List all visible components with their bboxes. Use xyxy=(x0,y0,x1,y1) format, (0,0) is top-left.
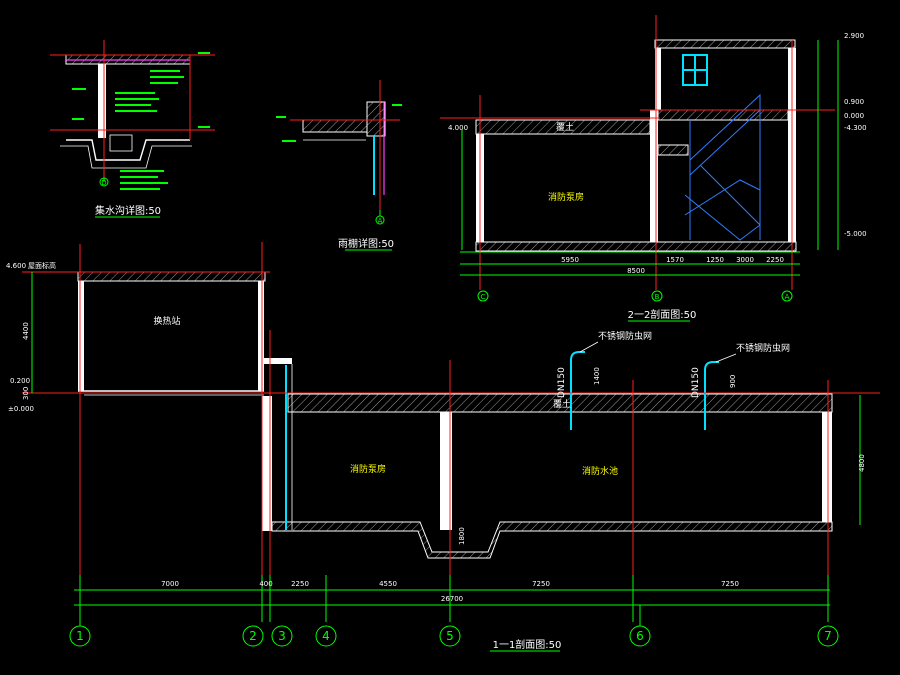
s11-base-slab xyxy=(271,521,833,559)
s11-level-top: 4.600 xyxy=(6,262,26,270)
s11-dim-400: 400 xyxy=(259,580,272,588)
trench-title: 集水沟详图:50 xyxy=(95,204,161,217)
detail-canopy: A 雨棚详图:50 xyxy=(276,80,402,251)
s11-pipe-note-1: 不锈钢防虫网 xyxy=(598,330,652,342)
trench-axis-tag: D xyxy=(101,179,106,187)
s11-total: 26700 xyxy=(441,595,463,603)
s11-station-roof xyxy=(77,271,266,282)
canopy-axis-tag: A xyxy=(378,217,383,225)
s11-dim-wall: 4800 xyxy=(858,454,866,472)
s22-level-r1: 2.900 xyxy=(844,32,864,40)
s22-roof-label: 覆土 xyxy=(556,121,574,133)
section-2-2: 覆土 消防泵房 5950 1570 1250 3000 2250 8500 4.… xyxy=(440,15,867,322)
canopy-axis-bubble xyxy=(375,215,385,225)
s11-room-tank: 消防水池 xyxy=(582,465,618,477)
s11-axis-5: 5 xyxy=(446,629,454,643)
s11-dim-2250: 2250 xyxy=(291,580,309,588)
s22-room-label: 消防泵房 xyxy=(548,191,584,203)
s11-pipe-h2: 900 xyxy=(729,375,737,388)
s22-dim-2: 1570 xyxy=(666,256,684,264)
s11-axis-6: 6 xyxy=(636,629,644,643)
s11-pipe-1 xyxy=(570,351,585,430)
s11-dim-small: 300 xyxy=(22,387,30,400)
s11-axis-7: 7 xyxy=(824,629,832,643)
s22-axis-b: B xyxy=(655,293,660,301)
s22-dim-1: 5950 xyxy=(561,256,579,264)
s22-axis-c: C xyxy=(481,293,486,301)
s22-axis-a: A xyxy=(785,293,790,301)
s11-pipe-h1: 1400 xyxy=(593,367,601,385)
s11-axis-3: 3 xyxy=(278,629,286,643)
s11-room-pump: 消防泵房 xyxy=(350,463,386,475)
s22-stair-upper xyxy=(689,93,761,177)
s11-dim-7250b: 7250 xyxy=(721,580,739,588)
trench-wall xyxy=(98,64,106,138)
s11-title: 1一1剖面图:50 xyxy=(493,638,562,651)
s22-level-r2: 0.900 xyxy=(844,98,864,106)
s11-dim-7000: 7000 xyxy=(161,580,179,588)
s11-pipe-2 xyxy=(704,361,719,430)
section-1-1: 换热站 消防泵房 消防水池 覆土 DN150 DN150 不锈钢防虫网 不锈钢防… xyxy=(6,242,880,652)
s11-roof-label: 覆土 xyxy=(553,398,571,410)
s11-dim-4550: 4550 xyxy=(379,580,397,588)
s11-axis-1: 1 xyxy=(76,629,84,643)
canopy-slab xyxy=(302,119,372,133)
trench-axis-bubble xyxy=(99,177,109,187)
s22-level-r3: 0.000 xyxy=(844,112,864,120)
s11-pipe-label-1: DN150 xyxy=(557,367,567,398)
s22-level-r5: -5.000 xyxy=(844,230,867,238)
s11-pipe-label-2: DN150 xyxy=(691,367,701,398)
s11-level-mid: 0.200 xyxy=(10,377,30,385)
s11-pipe-note-2: 不锈钢防虫网 xyxy=(736,342,790,354)
s22-upper-roof xyxy=(654,39,796,49)
trench-profile xyxy=(66,139,190,161)
s22-title: 2一2剖面图:50 xyxy=(628,308,697,321)
s11-level-low: ±0.000 xyxy=(8,405,34,413)
s11-axis-4: 4 xyxy=(322,629,330,643)
s22-total: 8500 xyxy=(627,267,645,275)
s22-dim-4: 3000 xyxy=(736,256,754,264)
s22-dim-3: 1250 xyxy=(706,256,724,264)
s22-level-r4: -4.300 xyxy=(844,124,867,132)
s22-level-left: 4.000 xyxy=(448,124,468,132)
detail-trench: D 集水沟详图:50 xyxy=(50,40,215,218)
s22-floor-slab xyxy=(475,241,797,252)
s11-main-roof xyxy=(287,393,833,413)
s11-dim-pit: 1800 xyxy=(458,527,466,545)
s11-dim-height: 4400 xyxy=(22,322,30,340)
s22-dim-5: 2250 xyxy=(766,256,784,264)
s11-room-station: 换热站 xyxy=(153,315,180,327)
s22-stair-lower xyxy=(684,164,761,241)
s11-level-top-note: 屋面标高 xyxy=(28,261,56,270)
s11-dim-7250a: 7250 xyxy=(532,580,550,588)
trench-notes xyxy=(72,52,210,190)
s11-axis-2: 2 xyxy=(249,629,257,643)
canopy-title: 雨棚详图:50 xyxy=(338,237,394,250)
